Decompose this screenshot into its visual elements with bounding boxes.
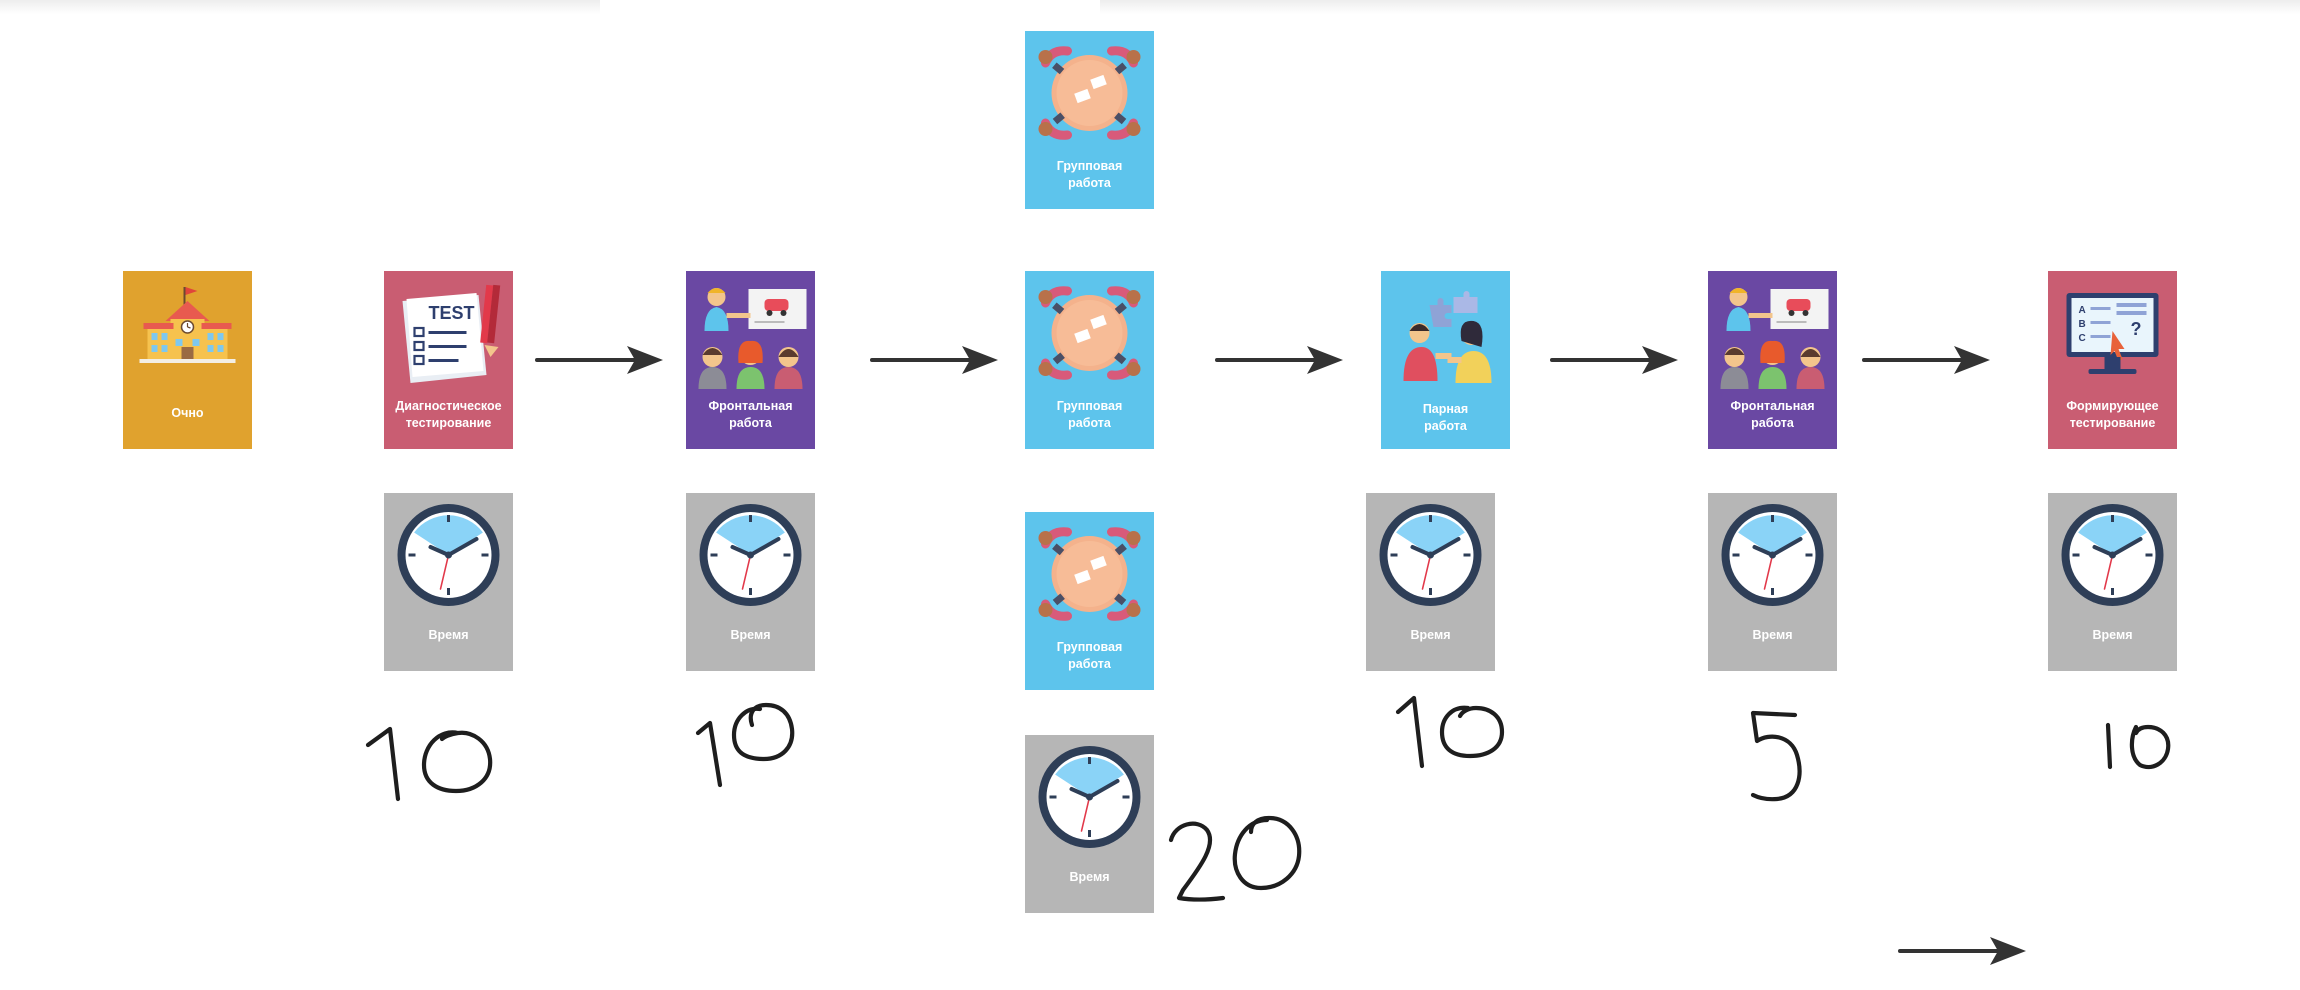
card-label-line: работа [1068, 416, 1111, 430]
card-label: Очно [125, 398, 250, 428]
card-label: Фронтальная работа [1710, 398, 1835, 432]
card-label: Групповая работа [1027, 398, 1152, 432]
handwritten-duration-20 [1168, 815, 1302, 902]
time-card-label: Время [1410, 628, 1451, 642]
card-pair-work[interactable]: Парная работа [1381, 271, 1510, 449]
time-card-label: Время [1069, 870, 1110, 884]
handwritten-duration-10 [365, 726, 493, 802]
card-group-work-top[interactable]: Групповая работа [1025, 31, 1154, 209]
card-label-line: тестирование [405, 416, 492, 430]
handwritten-duration-5 [1750, 710, 1802, 802]
time-card-4[interactable]: Время [1366, 493, 1495, 671]
arrow-right-icon [870, 344, 1000, 376]
card-label-line: работа [1424, 419, 1467, 433]
time-card-5[interactable]: Время [1708, 493, 1837, 671]
pair-puzzle-icon [1403, 291, 1492, 383]
card-group-work-bottom[interactable]: Групповая работа [1025, 512, 1154, 690]
arrow-right-icon [1862, 344, 1992, 376]
card-label: Фронтальная работа [688, 398, 813, 432]
arrow-right-icon [1898, 935, 2028, 967]
card-formative-test[interactable]: Формирующее тестирование [2048, 271, 2177, 449]
arrow-right-icon [1550, 344, 1680, 376]
group-table-icon [1025, 271, 1154, 399]
card-group-work-middle[interactable]: Групповая работа [1025, 271, 1154, 449]
time-card-label: Время [730, 628, 771, 642]
top-edge-shade [1100, 0, 2300, 14]
time-card-3[interactable]: Время [1025, 735, 1154, 913]
card-label-line: Очно [171, 406, 204, 420]
clock-icon [2059, 502, 2166, 608]
time-card-label: Время [1752, 628, 1793, 642]
card-ochno[interactable]: Очно [123, 271, 252, 449]
card-label: Групповая работа [1027, 639, 1152, 673]
card-label-line: Фронтальная [1730, 399, 1815, 413]
arrow-right-icon [535, 344, 665, 376]
card-label: Диагностическое тестирование [386, 398, 511, 432]
computer-quiz-icon [2066, 293, 2159, 374]
card-label-line: Парная [1422, 402, 1469, 416]
card-label-line: Групповая [1056, 159, 1123, 173]
card-label: Групповая работа [1027, 158, 1152, 192]
card-label: Формирующее тестирование [2050, 398, 2175, 432]
school-building-icon [138, 286, 237, 364]
card-label-line: Групповая [1056, 640, 1123, 654]
time-card-label: Время [2092, 628, 2133, 642]
card-frontal-work-2[interactable]: Фронтальная работа [1708, 271, 1837, 449]
handwritten-duration-10 [695, 702, 795, 788]
teacher-presentation-icon [698, 288, 807, 389]
card-label: Парная работа [1383, 401, 1508, 435]
card-label-line: Фронтальная [708, 399, 793, 413]
handwritten-duration-10 [1395, 695, 1505, 769]
card-label-line: работа [1751, 416, 1794, 430]
group-table-icon [1025, 31, 1154, 159]
time-card-2[interactable]: Время [686, 493, 815, 671]
card-label-line: Диагностическое [395, 399, 502, 413]
arrow-right-icon [1215, 344, 1345, 376]
card-label-line: работа [1068, 176, 1111, 190]
card-label-line: работа [1068, 657, 1111, 671]
top-edge-shade [0, 0, 600, 14]
clock-icon [1036, 744, 1143, 850]
card-label-line: Групповая [1056, 399, 1123, 413]
time-card-label: Время [428, 628, 469, 642]
test-sheet-icon [401, 283, 502, 385]
card-label-line: Формирующее [2066, 399, 2159, 413]
clock-icon [1377, 502, 1484, 608]
time-card-6[interactable]: Время [2048, 493, 2177, 671]
card-label-line: тестирование [2069, 416, 2156, 430]
clock-icon [395, 502, 502, 608]
clock-icon [697, 502, 804, 608]
card-frontal-work-1[interactable]: Фронтальная работа [686, 271, 815, 449]
teacher-presentation-icon [1720, 288, 1829, 389]
card-diagnostic-test[interactable]: Диагностическое тестирование [384, 271, 513, 449]
handwritten-duration-10 [2105, 722, 2171, 770]
time-card-1[interactable]: Время [384, 493, 513, 671]
group-table-icon [1025, 512, 1154, 640]
card-label-line: работа [729, 416, 772, 430]
clock-icon [1719, 502, 1826, 608]
